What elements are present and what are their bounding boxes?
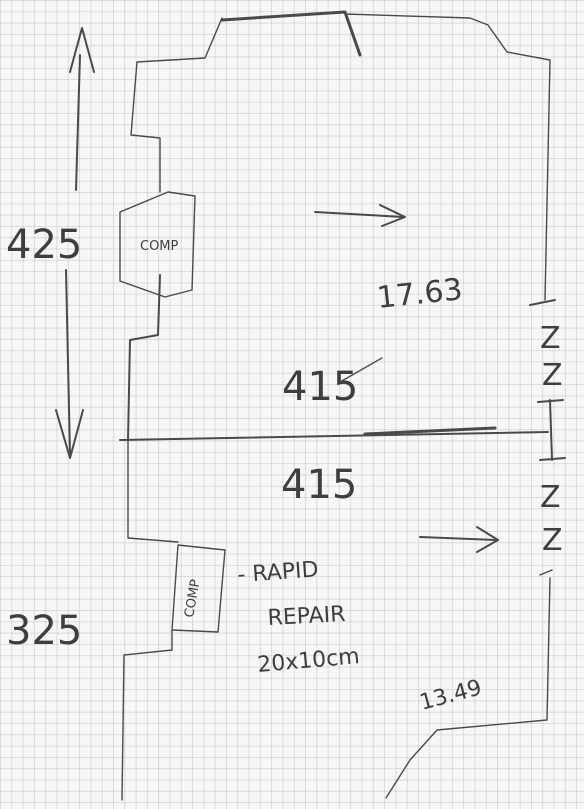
upper-direction-arrow [314,204,406,227]
upper-comp-label: COMP [140,239,179,254]
lower-height-label: 325 [6,608,82,654]
lower-area-label: 13.49 [417,675,484,715]
lower-z1: Z [540,480,561,515]
upper-width-label: 415 [282,364,358,410]
note-line-3: 20x10cm [256,644,360,678]
upper-room-outline [119,10,551,441]
upper-z1: Z [540,321,561,356]
note-line-2: REPAIR [267,602,346,631]
lower-room-outline [121,439,553,801]
lower-direction-arrow [419,526,499,553]
upper-z2: Z [542,358,563,393]
height-arrow-upper [55,27,95,459]
upper-comp-box: COMP [119,191,196,298]
width-strike-mark [339,357,383,383]
right-z-marks [529,299,566,461]
lower-width-label: 415 [281,462,357,508]
lower-comp-box: COMP [171,544,226,633]
lower-comp-label: COMP [182,578,203,619]
upper-height-label: 425 [6,222,82,268]
lower-z2: Z [542,523,563,558]
note-line-1: - RAPID [237,557,320,588]
upper-area-label: 17.63 [375,272,464,316]
